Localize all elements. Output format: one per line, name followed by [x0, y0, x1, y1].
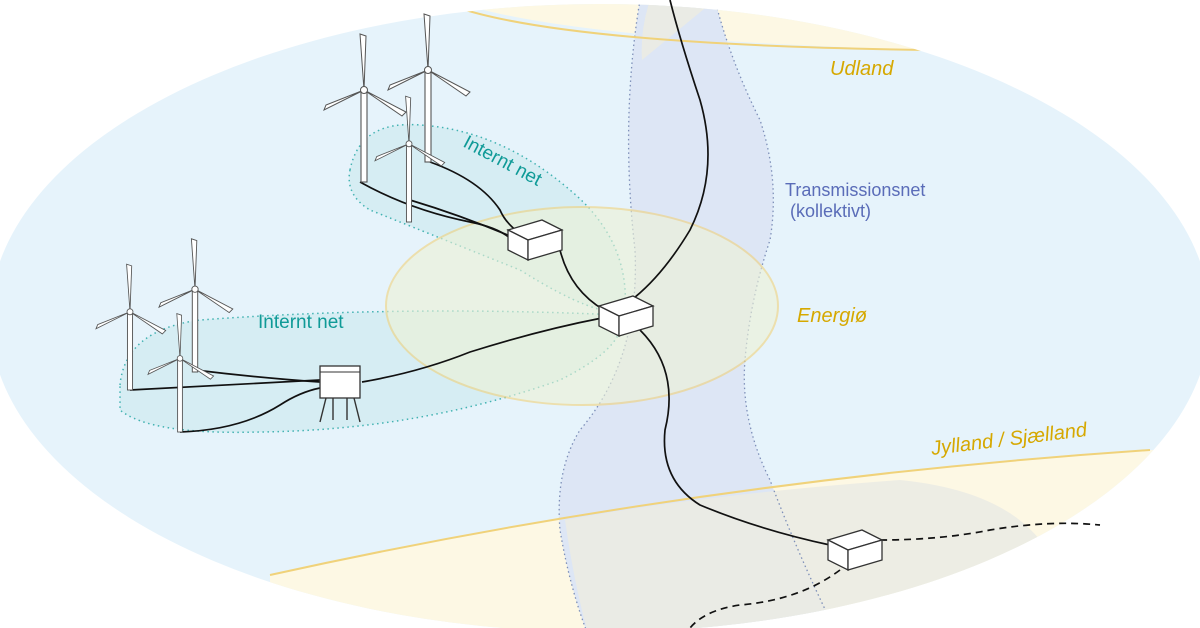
domestic-border-line — [269, 449, 1151, 576]
cable-top-turbine3 — [429, 161, 519, 233]
offshore-platform-icon — [319, 365, 361, 423]
transmission-cable-south — [639, 329, 831, 546]
label-udland: Udland — [830, 58, 894, 80]
cable-top-turbine2 — [409, 199, 511, 237]
transmission-cable-north — [625, 0, 709, 305]
cable-left-turbine2 — [194, 369, 321, 383]
label-transmissionsnet: Transmissionsnet — [785, 180, 925, 200]
foreign-border-line — [449, 4, 931, 51]
energy-island-zone — [385, 206, 779, 406]
cable-platform-to-island — [361, 317, 603, 383]
cable-box-to-island — [559, 249, 605, 311]
transmission-corridor-right-edge — [714, 4, 841, 628]
cables — [129, 0, 1101, 628]
label-internt-net-left: Internt net — [258, 312, 344, 333]
label-kollektivt: (kollektivt) — [790, 201, 871, 221]
cable-dashed-east — [879, 522, 1101, 541]
cable-dashed-south — [689, 569, 841, 628]
label-energioe: Energiø — [797, 305, 867, 327]
cable-left-turbine3 — [179, 387, 321, 433]
